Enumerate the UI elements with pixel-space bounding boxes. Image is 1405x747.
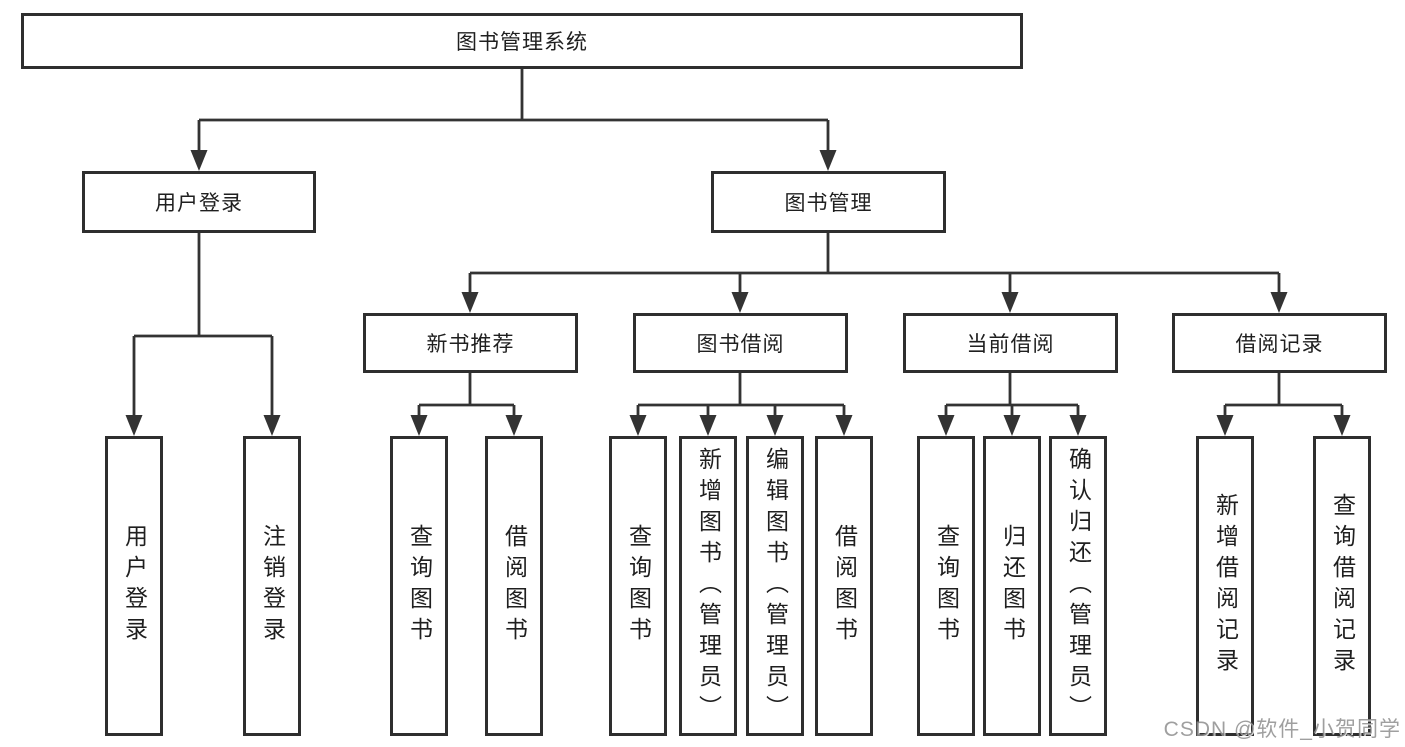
arrowhead (461, 292, 479, 313)
node-label: 查询图书 (625, 524, 652, 648)
node-label: 当前借阅 (966, 333, 1055, 356)
arrowhead (1333, 415, 1351, 436)
connector-newbook-to-leaves (417, 373, 516, 418)
leaf-user-login: 用户登录 (105, 436, 163, 736)
arrowhead (190, 150, 208, 171)
node-label: 图书管理 (784, 192, 873, 215)
arrowhead (835, 415, 853, 436)
node-book-borrow: 图书借阅 (633, 313, 848, 373)
node-label: 查询图书 (406, 524, 433, 648)
arrowhead (629, 415, 647, 436)
arrowhead (125, 415, 143, 436)
leaf-edit-books-admin: 编辑图书（管理员） (746, 436, 804, 736)
connector-borrowrecord-to-leaves (1223, 373, 1344, 418)
leaf-return-books: 归还图书 (983, 436, 1041, 736)
leaf-query-borrow-record: 查询借阅记录 (1313, 436, 1371, 736)
node-label: 借阅记录 (1235, 333, 1324, 356)
node-new-book-recommend: 新书推荐 (363, 313, 578, 373)
leaf-query-books-2: 查询图书 (609, 436, 667, 736)
node-root-system: 图书管理系统 (21, 13, 1023, 69)
arrowhead (819, 150, 837, 171)
node-label: 借阅图书 (501, 524, 528, 648)
node-borrow-record: 借阅记录 (1172, 313, 1387, 373)
arrowhead (1069, 415, 1087, 436)
leaf-confirm-return-admin: 确认归还（管理员） (1049, 436, 1107, 736)
connector-userlogin-to-leaves (132, 233, 274, 418)
node-label: 用户登录 (155, 192, 243, 215)
arrowhead (263, 415, 281, 436)
node-label: 用户登录 (121, 524, 148, 648)
connector-currentborrow-to-leaves (944, 373, 1080, 418)
arrowhead (1003, 415, 1021, 436)
node-label: 归还图书 (999, 524, 1026, 648)
connector-bookborrow-to-leaves (636, 373, 846, 418)
arrowhead (937, 415, 955, 436)
connector-bookmgmt-to-level3 (468, 233, 1281, 295)
node-book-management: 图书管理 (711, 171, 946, 233)
node-label: 编辑图书（管理员） (762, 446, 789, 726)
arrowhead (1001, 292, 1019, 313)
leaf-logout: 注销登录 (243, 436, 301, 736)
node-current-borrow: 当前借阅 (903, 313, 1118, 373)
leaf-borrow-books-2: 借阅图书 (815, 436, 873, 736)
node-label: 查询借阅记录 (1329, 493, 1356, 679)
node-label: 图书管理系统 (456, 31, 588, 54)
leaf-query-books-3: 查询图书 (917, 436, 975, 736)
connector-root-to-level2 (197, 69, 830, 153)
node-label: 借阅图书 (831, 524, 858, 648)
node-label: 新增借阅记录 (1212, 493, 1239, 679)
leaf-borrow-books-1: 借阅图书 (485, 436, 543, 736)
node-label: 新书推荐 (426, 333, 515, 356)
node-label: 确认归还（管理员） (1065, 446, 1092, 726)
node-label: 新增图书（管理员） (695, 446, 722, 726)
arrowhead (1270, 292, 1288, 313)
leaf-query-books-1: 查询图书 (390, 436, 448, 736)
leaf-add-borrow-record: 新增借阅记录 (1196, 436, 1254, 736)
node-label: 注销登录 (259, 524, 286, 648)
arrowhead (1216, 415, 1234, 436)
arrowhead (505, 415, 523, 436)
csdn-watermark: CSDN @软件_小贺同学 (1163, 718, 1401, 741)
arrowhead (410, 415, 428, 436)
leaf-add-books-admin: 新增图书（管理员） (679, 436, 737, 736)
arrowhead (766, 415, 784, 436)
node-label: 图书借阅 (696, 333, 785, 356)
node-user-login: 用户登录 (82, 171, 316, 233)
arrowhead (699, 415, 717, 436)
arrowhead (731, 292, 749, 313)
node-label: 查询图书 (933, 524, 960, 648)
